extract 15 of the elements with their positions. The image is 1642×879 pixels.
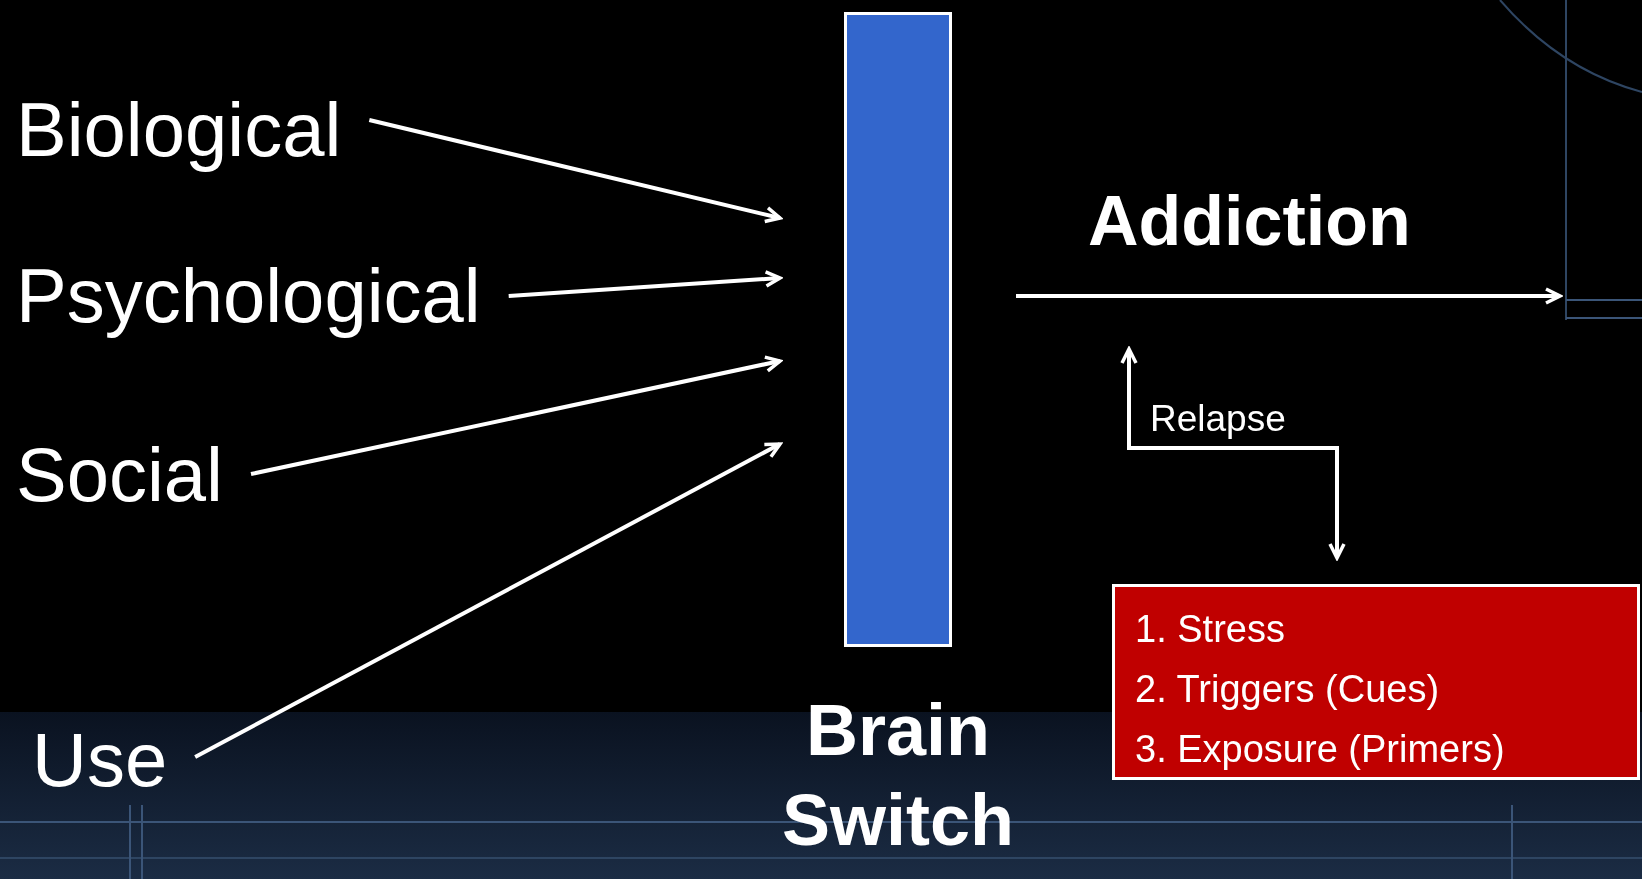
arrow (194, 442, 782, 759)
arrow (368, 118, 782, 224)
list-item: 3. Exposure (Primers) (1135, 727, 1506, 772)
arrow (250, 355, 782, 476)
trigger-list-box (1112, 584, 1640, 780)
arrow (1016, 287, 1562, 305)
arrow (1120, 347, 1346, 560)
list-item: 1. Stress (1135, 607, 1286, 652)
bar-label: Brain Switch (781, 689, 1015, 862)
edge-label: Relapse (1150, 400, 1286, 437)
factor-label: Social (16, 437, 223, 513)
factor-label: Use (32, 722, 168, 798)
edge-label: Addiction (1088, 186, 1411, 256)
arrow (508, 270, 782, 298)
list-item: 2. Triggers (Cues) (1135, 667, 1441, 712)
